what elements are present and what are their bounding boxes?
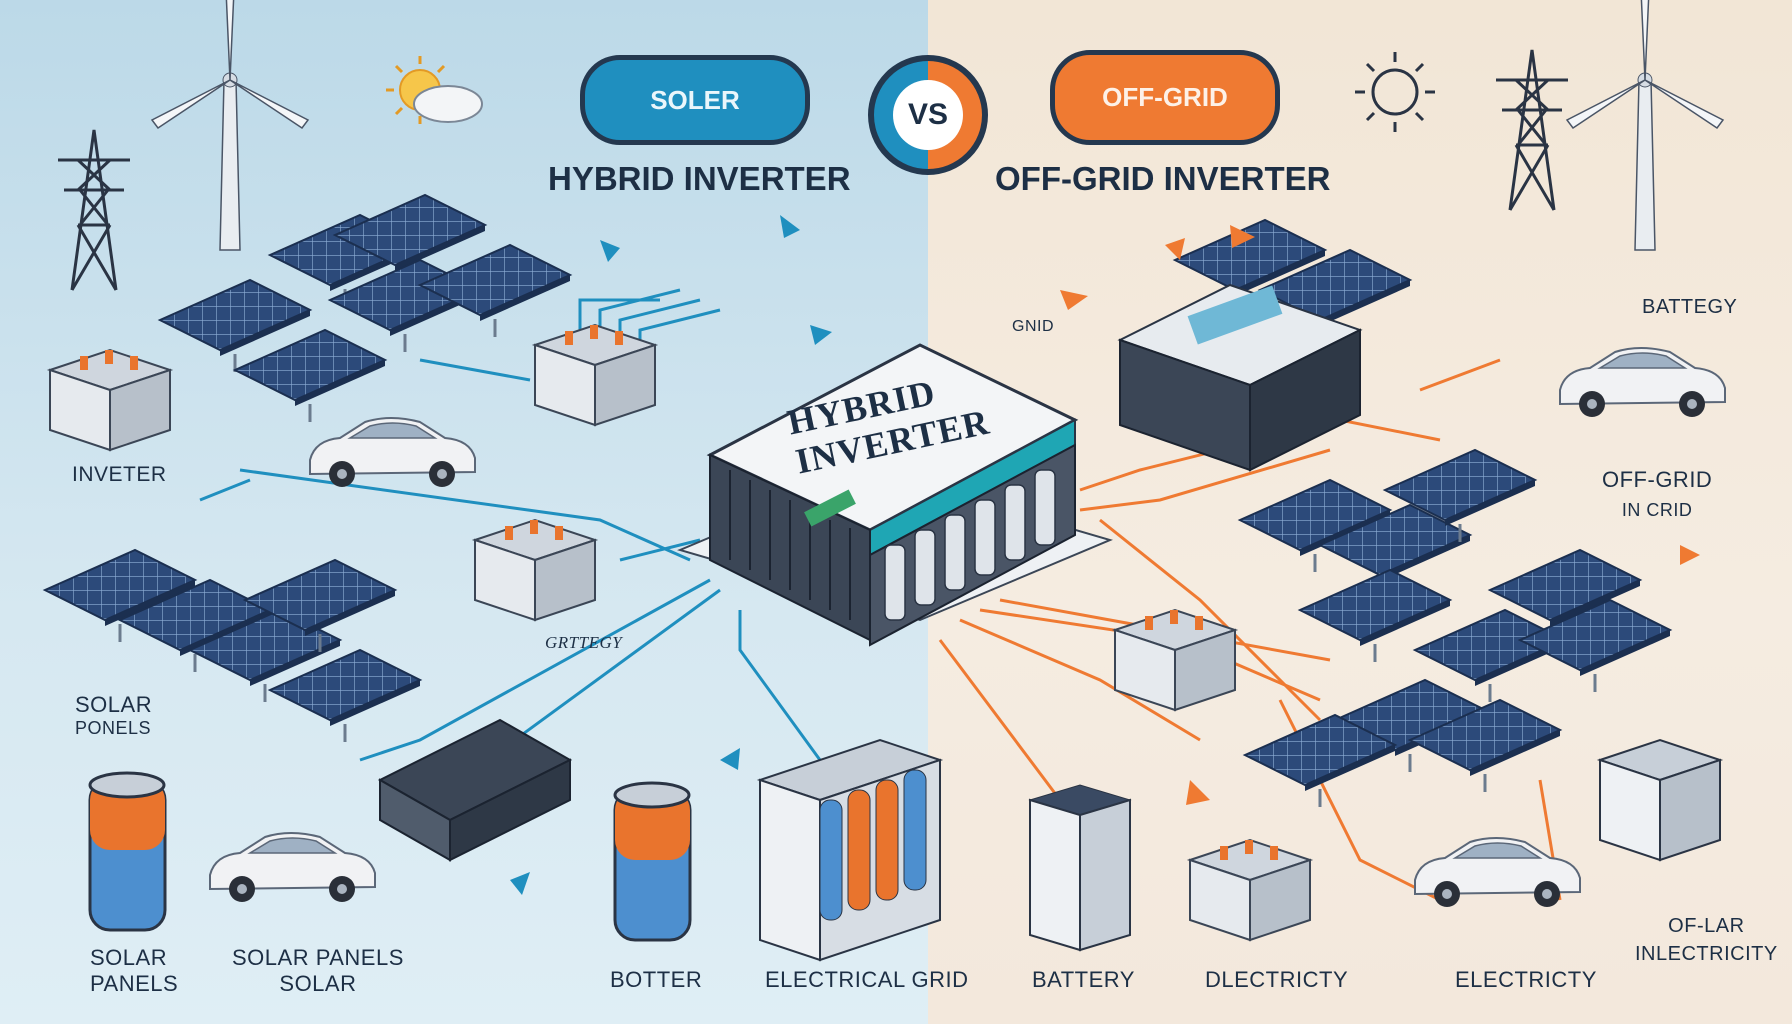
- offgrid-inverter-title: OFF-GRID INVERTER: [995, 160, 1331, 197]
- label-dlectricty: DLECTRICTY: [1205, 967, 1349, 992]
- label-line: SOLAR: [279, 971, 357, 996]
- label-botter: BOTTER: [610, 967, 703, 992]
- hybrid-inverter-title: HYBRID INVERTER: [548, 160, 851, 197]
- label-electricty: ELECTRICTY: [1455, 967, 1597, 992]
- car-icon: [309, 417, 476, 488]
- label-line: IN CRID: [1621, 500, 1693, 520]
- battery-icon: [88, 771, 692, 942]
- label-inveter: INVETER: [72, 463, 167, 486]
- inverter-icon-right: [1117, 283, 1363, 472]
- label-line: SOLAR PANELS: [232, 945, 404, 970]
- wind-turbine-icon-right: [1566, 0, 1724, 251]
- label-of-lar: OF-LAR INLECTRICITY: [1635, 912, 1778, 968]
- hybrid-inverter-device: [677, 343, 1113, 647]
- label-battery: BATTERY: [1032, 967, 1135, 992]
- offgrid-cloud: OFF-GRID: [1050, 50, 1280, 145]
- sun-cloud-icon: [386, 56, 483, 124]
- power-pylon-icon-right: [1494, 48, 1570, 212]
- label-line: INLECTRICITY: [1635, 943, 1778, 965]
- electrical-grid-cabinet: [756, 738, 944, 962]
- vs-badge: VS: [868, 55, 988, 175]
- label-gnid: GNID: [1012, 318, 1054, 335]
- arrow-icons: [1060, 225, 1700, 805]
- label-line: PANELS: [90, 971, 179, 996]
- label-electrical-grid: ELECTRICAL GRID: [765, 967, 969, 992]
- label-solar-panels-bottom: SOLAR PANELS: [90, 945, 178, 997]
- cloud-label: SOLER: [650, 84, 740, 115]
- label-solar-panels-solar: SOLAR PANELS SOLAR: [232, 945, 404, 997]
- wind-turbine-icon-left: [151, 0, 309, 251]
- vs-label: VS: [893, 80, 963, 150]
- car-icon: [1559, 347, 1726, 418]
- inverter-icon-left: [377, 718, 573, 862]
- car-icon: [1414, 837, 1581, 908]
- cloud-label: OFF-GRID: [1102, 82, 1228, 112]
- label-line: OFF-GRID: [1602, 467, 1713, 492]
- arrow-icons: [510, 215, 832, 895]
- label-line: PONELS: [75, 718, 152, 738]
- battery-tower: [1028, 784, 1132, 952]
- label-battegy: BATTEGY: [1642, 296, 1738, 318]
- label-line: SOLAR: [90, 945, 168, 970]
- car-icon: [209, 832, 376, 903]
- soler-cloud: SOLER: [580, 55, 810, 145]
- generator-box: [1596, 738, 1724, 862]
- label-line: OF-LAR: [1668, 915, 1745, 937]
- label-line: SOLAR: [75, 692, 153, 717]
- label-grttegy: GRTTEGY: [545, 633, 623, 652]
- label-off-grid-in-grid: OFF-GRID IN CRID: [1602, 465, 1712, 525]
- label-solar-panels: SOLAR PONELS: [75, 692, 152, 739]
- power-pylon-icon-left: [56, 128, 132, 292]
- sun-icon: [1355, 52, 1435, 132]
